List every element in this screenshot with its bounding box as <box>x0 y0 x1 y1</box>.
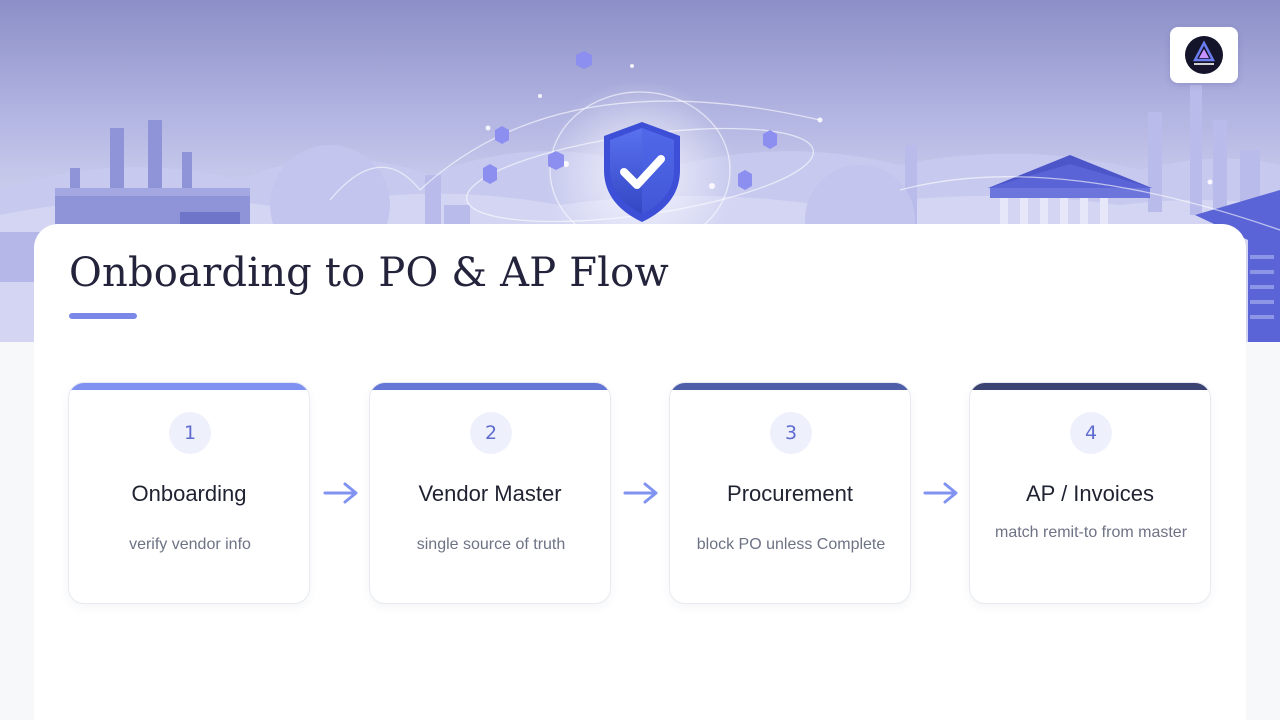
step-accent-bar <box>670 383 910 390</box>
step-card-vendor-master: 2 Vendor Master single source of truth <box>369 382 611 604</box>
step-card-procurement: 3 Procurement block PO unless Complete <box>669 382 911 604</box>
step-card-onboarding: 1 Onboarding verify vendor info <box>68 382 310 604</box>
step-title: AP / Invoices <box>1026 481 1154 506</box>
title-underline <box>69 313 137 319</box>
step-title: Procurement <box>727 481 853 506</box>
arrow-right-icon <box>323 482 358 504</box>
step-title: Onboarding <box>131 481 247 506</box>
arrow-right-icon <box>923 482 958 504</box>
step-card-ap-invoices: 4 AP / Invoices match remit-to from mast… <box>969 382 1211 604</box>
step-number: 4 <box>1070 412 1112 454</box>
step-description: match remit-to from master <box>994 524 1188 541</box>
step-accent-bar <box>69 383 309 390</box>
logo-icon <box>1185 36 1223 74</box>
logo-badge[interactable] <box>1170 27 1238 83</box>
step-description: verify vendor info <box>129 536 251 553</box>
step-description: single source of truth <box>416 536 566 553</box>
step-number: 1 <box>169 412 211 454</box>
arrow-right-icon <box>623 482 658 504</box>
step-title: Vendor Master <box>418 481 562 506</box>
page-title: Onboarding to PO & AP Flow <box>69 250 669 296</box>
shield-check-icon <box>604 122 680 222</box>
step-number: 3 <box>770 412 812 454</box>
step-number: 2 <box>470 412 512 454</box>
step-accent-bar <box>370 383 610 390</box>
step-accent-bar <box>970 383 1210 390</box>
step-description: block PO unless Complete <box>696 536 886 553</box>
content-card: Onboarding to PO & AP Flow 1 Onboarding … <box>34 224 1246 720</box>
